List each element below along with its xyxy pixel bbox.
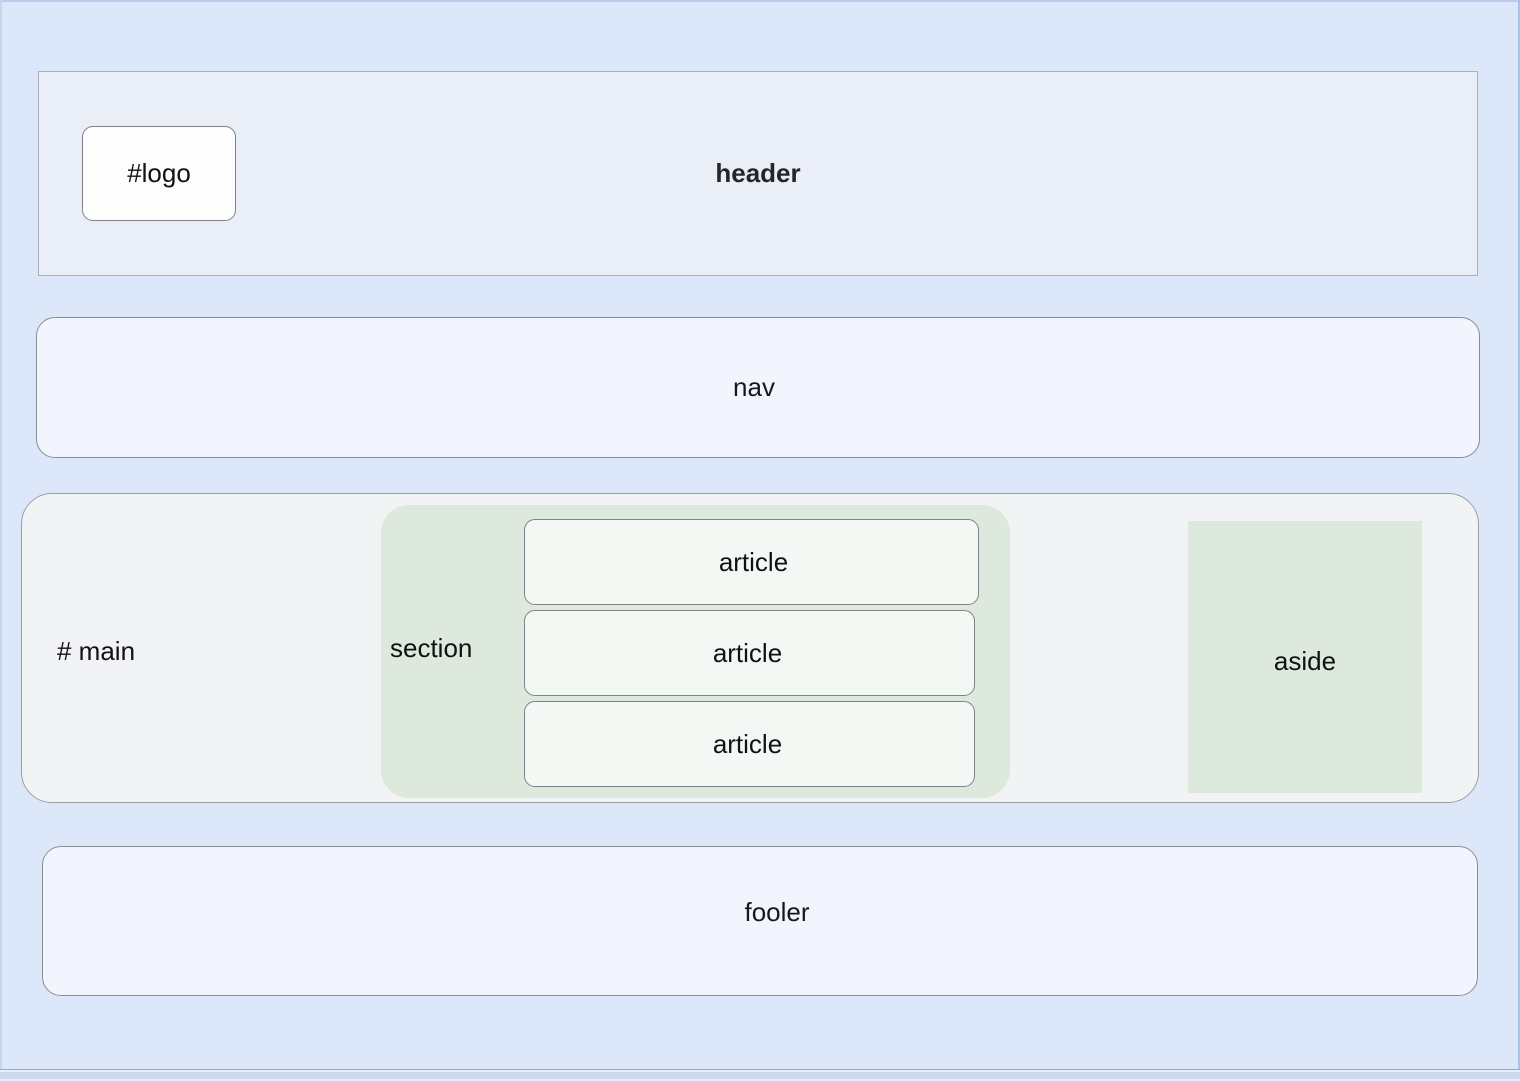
article-box: article <box>524 519 979 605</box>
horizontal-scrollbar-thumb[interactable] <box>0 1072 1520 1079</box>
horizontal-scrollbar[interactable] <box>0 1069 1520 1081</box>
main-label: # main <box>57 636 136 666</box>
article-label: article <box>712 728 783 759</box>
aside-label: aside <box>1273 645 1337 676</box>
nav-label: nav <box>733 372 775 402</box>
nav-region: nav <box>36 317 1480 458</box>
section-label: section <box>390 633 473 663</box>
logo-box[interactable]: #logo <box>82 126 236 221</box>
header-label: header <box>715 158 801 188</box>
footer-region: fooler <box>42 846 1478 996</box>
article-box: article <box>524 610 975 696</box>
footer-label: fooler <box>744 896 810 927</box>
article-label: article <box>712 637 783 668</box>
logo-label: #logo <box>127 158 191 188</box>
header-region: #logo header <box>38 71 1478 276</box>
article-box: article <box>524 701 975 787</box>
article-label: article <box>718 546 789 577</box>
page-top-border <box>0 0 1520 2</box>
aside-region: aside <box>1188 521 1422 793</box>
page-right-border <box>1518 0 1520 1070</box>
page-left-border <box>0 0 2 1070</box>
